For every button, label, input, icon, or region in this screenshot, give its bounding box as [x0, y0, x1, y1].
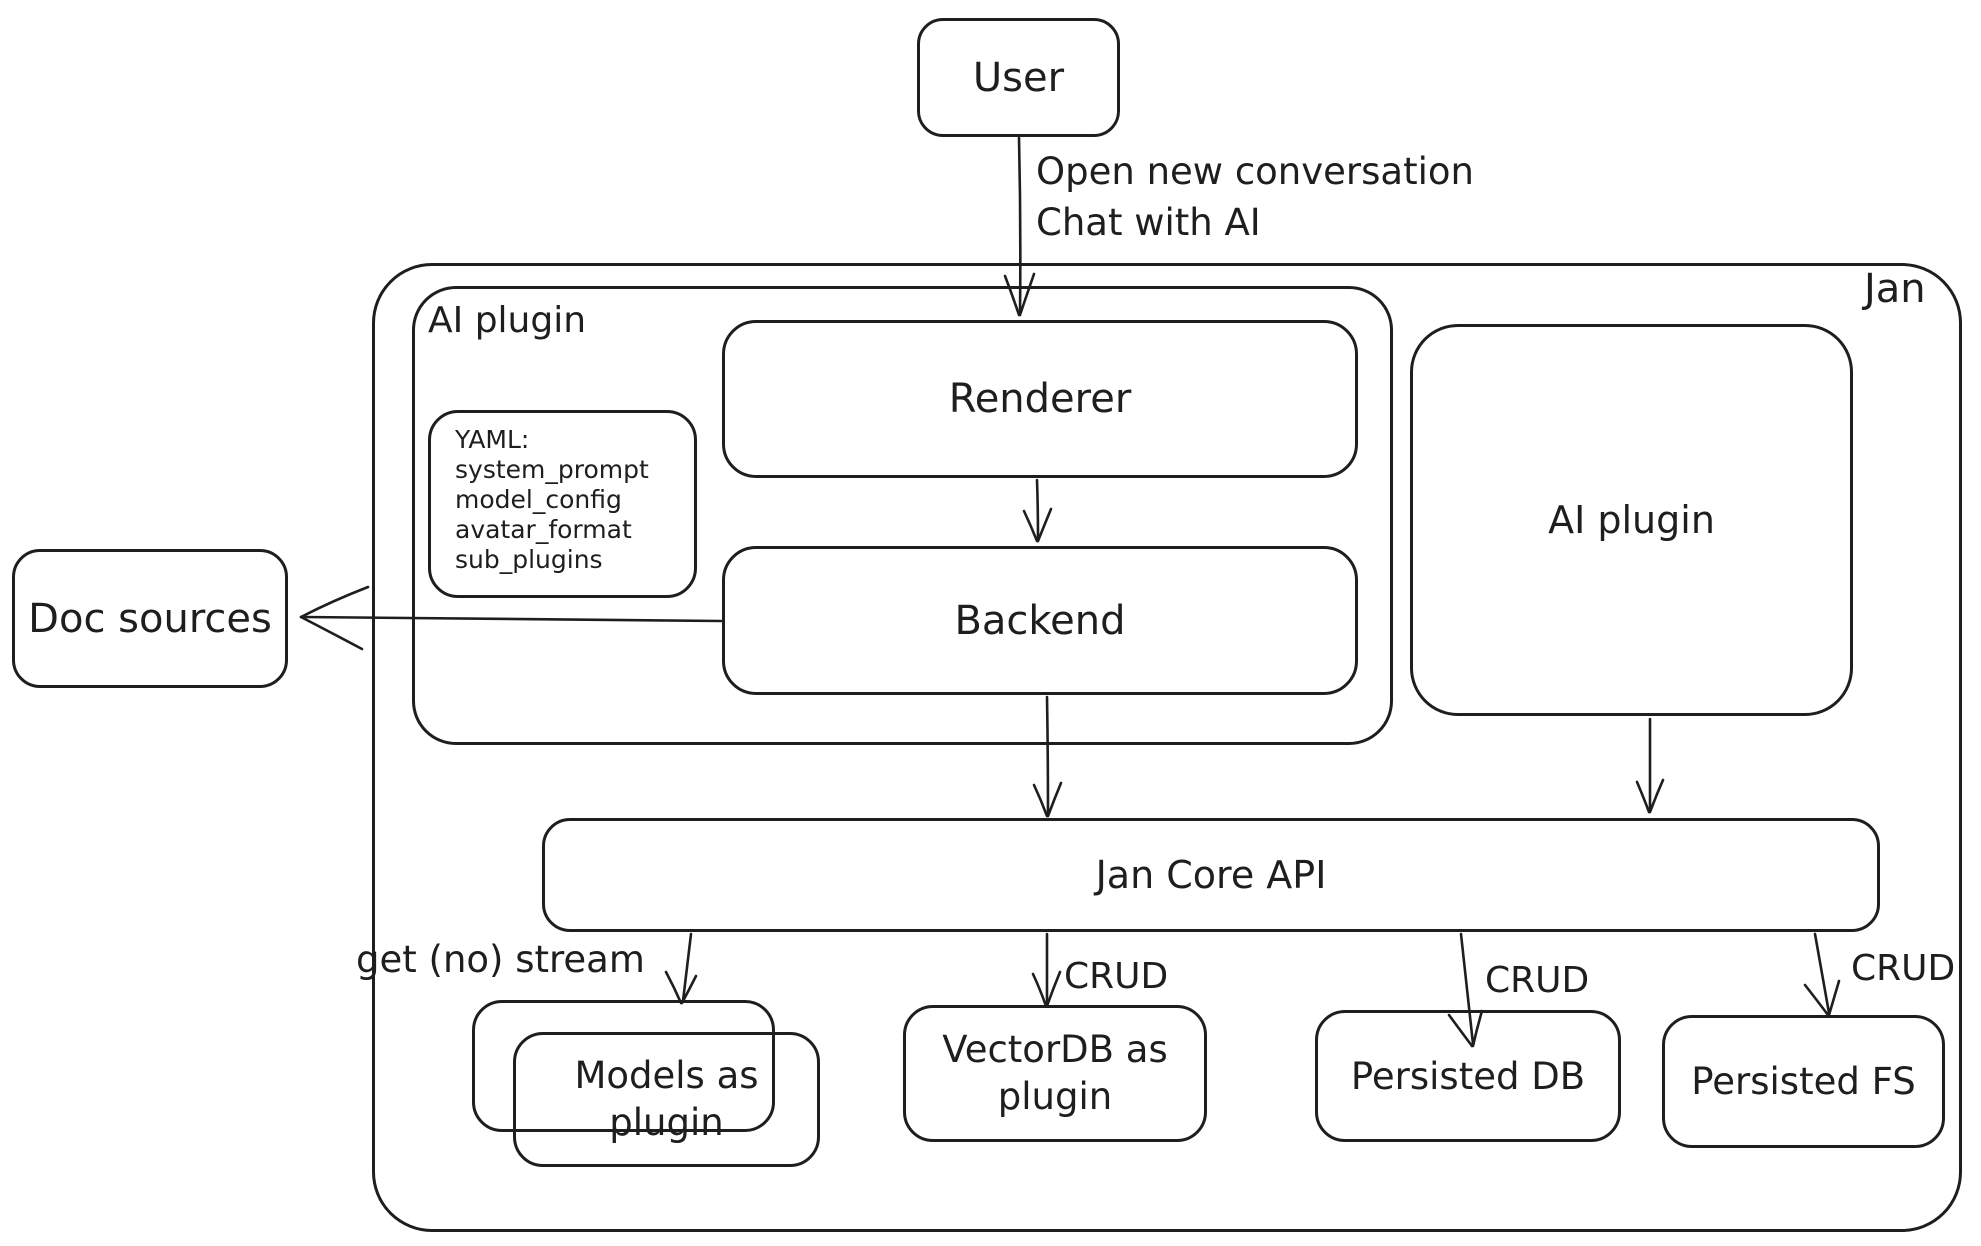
edge-label-crud-persisted-fs: CRUD — [1851, 948, 1956, 989]
user-node-label: User — [972, 54, 1065, 101]
edge-label-crud-vectordb: CRUD — [1064, 956, 1169, 997]
backend-node-label: Backend — [954, 597, 1126, 644]
models-as-plugin-back-box — [472, 1000, 775, 1132]
persisted-fs-node-label: Persisted FS — [1691, 1060, 1916, 1103]
edge-label-crud-persisted-db: CRUD — [1485, 960, 1590, 1001]
persisted-fs-node: Persisted FS — [1662, 1015, 1945, 1148]
doc-sources-node-label: Doc sources — [28, 595, 272, 642]
jan-core-api-node-label: Jan Core API — [1095, 853, 1327, 897]
renderer-node-label: Renderer — [948, 376, 1132, 422]
vectordb-node: VectorDB as plugin — [903, 1005, 1207, 1142]
renderer-node: Renderer — [722, 320, 1358, 478]
edge-label-open-conversation: Open new conversation — [1036, 150, 1474, 193]
edge-label-chat-with-ai: Chat with AI — [1036, 201, 1261, 244]
backend-node: Backend — [722, 546, 1358, 695]
user-node: User — [917, 18, 1120, 137]
models-as-plugin-node: Models as plugin — [513, 1032, 820, 1167]
yaml-note-line: system_prompt — [455, 455, 649, 484]
persisted-db-node-label: Persisted DB — [1350, 1054, 1586, 1098]
yaml-note-line: avatar_format — [455, 515, 632, 544]
yaml-note: YAML: system_prompt model_config avatar_… — [428, 410, 697, 598]
models-as-plugin-node-label: Models as plugin — [574, 1054, 759, 1144]
doc-sources-node: Doc sources — [12, 549, 288, 688]
ai-plugin-container — [412, 286, 1393, 745]
ai-plugin-container-label: AI plugin — [428, 300, 587, 341]
yaml-note-line: YAML: — [455, 425, 530, 454]
jan-container-label: Jan — [1864, 266, 1926, 312]
yaml-note-line: sub_plugins — [455, 545, 603, 574]
jan-core-api-node: Jan Core API — [542, 818, 1880, 932]
edge-label-get-no-stream: get (no) stream — [356, 938, 645, 981]
persisted-db-node: Persisted DB — [1315, 1010, 1621, 1142]
jan-container — [372, 263, 1962, 1232]
ai-plugin-node: AI plugin — [1410, 324, 1853, 716]
vectordb-node-label: VectorDB as plugin — [942, 1028, 1168, 1118]
yaml-note-line: model_config — [455, 485, 622, 514]
ai-plugin-node-label: AI plugin — [1548, 498, 1715, 542]
